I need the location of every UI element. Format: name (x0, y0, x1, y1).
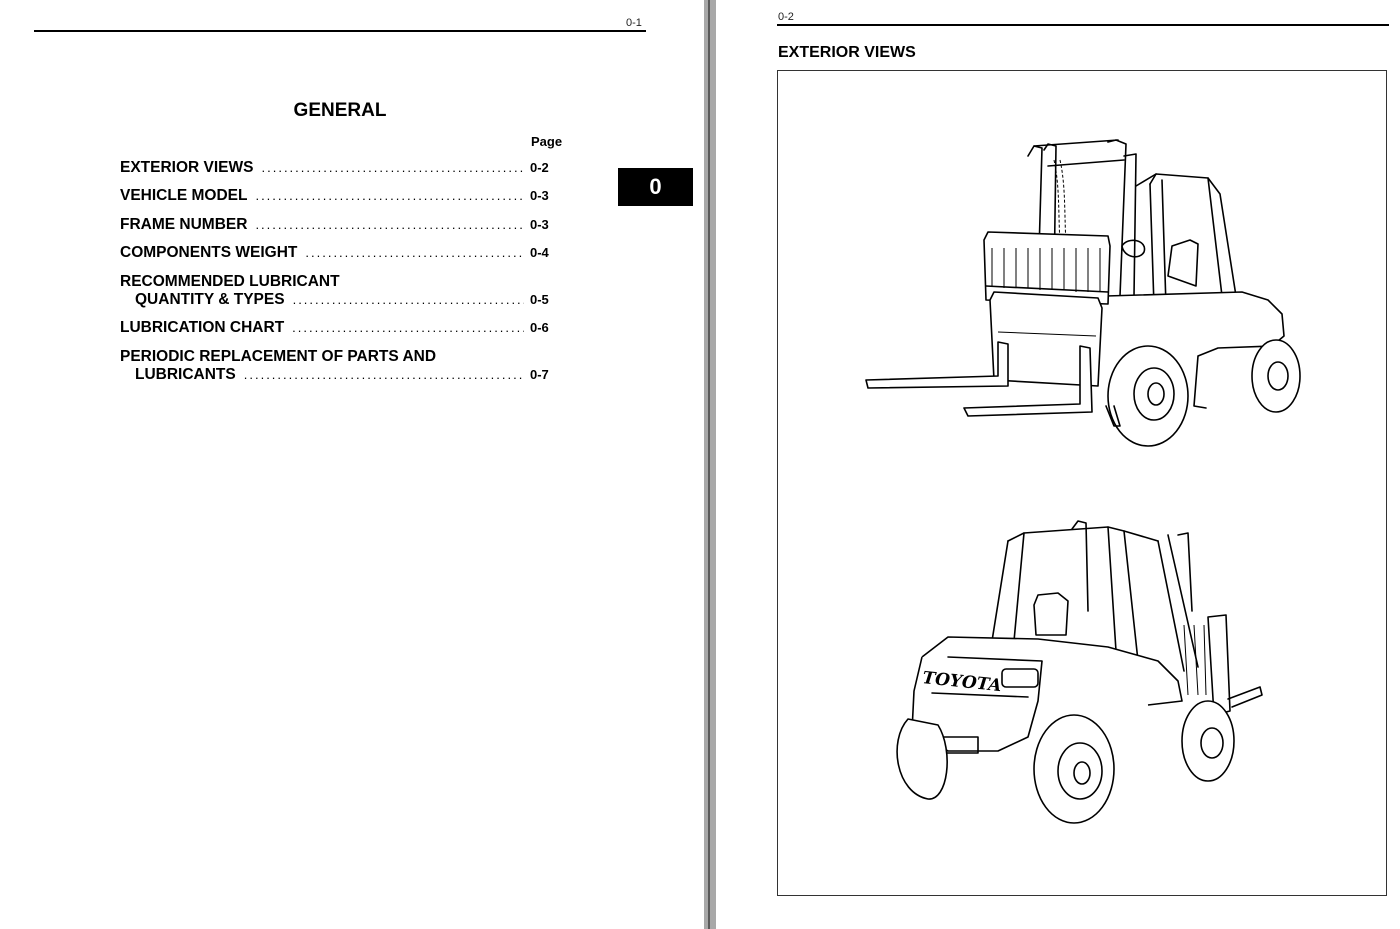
section-tab-marker: 0 (618, 168, 693, 206)
toc-page-number: 0-6 (530, 320, 549, 335)
toc-label-continuation: LUBRICANTS (135, 366, 236, 383)
page-column-label: Page (531, 134, 563, 149)
forklift-front-view-illustration (865, 139, 1301, 447)
toc-page-number: 0-4 (530, 245, 549, 260)
forklift-rear-view-illustration: TOYOTA (896, 520, 1263, 824)
toc-label-continuation: QUANTITY & TYPES (135, 291, 285, 308)
right-top-page-number: 0-2 (778, 11, 794, 23)
toc-dot-leader: ........................................… (255, 188, 524, 203)
toc-dot-leader: ........................................… (292, 292, 524, 307)
toc-page-number: 0-2 (530, 160, 549, 175)
left-page: 0-1 GENERAL Page EXTERIOR VIEWS.........… (34, 17, 693, 384)
toc-entry-components-weight[interactable]: COMPONENTS WEIGHT.......................… (120, 244, 552, 262)
toc-page-number: 0-5 (530, 292, 549, 307)
toc-label: FRAME NUMBER (120, 216, 248, 233)
right-page: 0-2 EXTERIOR VIEWS (716, 0, 1400, 929)
left-top-page-number: 0-1 (626, 17, 642, 29)
page-title: GENERAL (293, 100, 387, 121)
toc-entry-vehicle-model[interactable]: VEHICLE MODEL...........................… (120, 187, 552, 205)
toc-dot-leader: ........................................… (255, 217, 524, 232)
book-gutter (704, 0, 716, 929)
section-title: EXTERIOR VIEWS (778, 44, 916, 61)
toc-dot-leader: ........................................… (305, 245, 524, 260)
toc-label: EXTERIOR VIEWS (120, 159, 254, 176)
toc-page-number: 0-3 (530, 188, 549, 203)
toc-entry-recommended-lubricant[interactable]: RECOMMENDED LUBRICANT QUANTITY & TYPES..… (120, 273, 552, 309)
gutter-divider (708, 0, 710, 929)
toc-label: RECOMMENDED LUBRICANT (120, 273, 340, 290)
toc-entry-lubrication-chart[interactable]: LUBRICATION CHART.......................… (120, 319, 552, 337)
toc-entry-frame-number[interactable]: FRAME NUMBER............................… (120, 216, 552, 234)
toc-entry-periodic-replacement[interactable]: PERIODIC REPLACEMENT OF PARTS AND LUBRIC… (120, 348, 552, 384)
toc-page-number: 0-3 (530, 217, 549, 232)
toc-label: VEHICLE MODEL (120, 187, 248, 204)
toc-page-number: 0-7 (530, 367, 549, 382)
toc-label: PERIODIC REPLACEMENT OF PARTS AND (120, 348, 437, 365)
toc-label: LUBRICATION CHART (120, 319, 285, 336)
toc-entry-exterior-views[interactable]: EXTERIOR VIEWS..........................… (120, 159, 552, 177)
toc-dot-leader: ........................................… (243, 367, 524, 382)
toc-label: COMPONENTS WEIGHT (120, 244, 298, 261)
figure-frame: TOYOTA (777, 70, 1387, 896)
right-header-rule (777, 24, 1389, 26)
left-header-rule (34, 30, 646, 32)
toc-dot-leader: ........................................… (261, 160, 525, 175)
toc-dot-leader: ........................................… (292, 320, 524, 335)
